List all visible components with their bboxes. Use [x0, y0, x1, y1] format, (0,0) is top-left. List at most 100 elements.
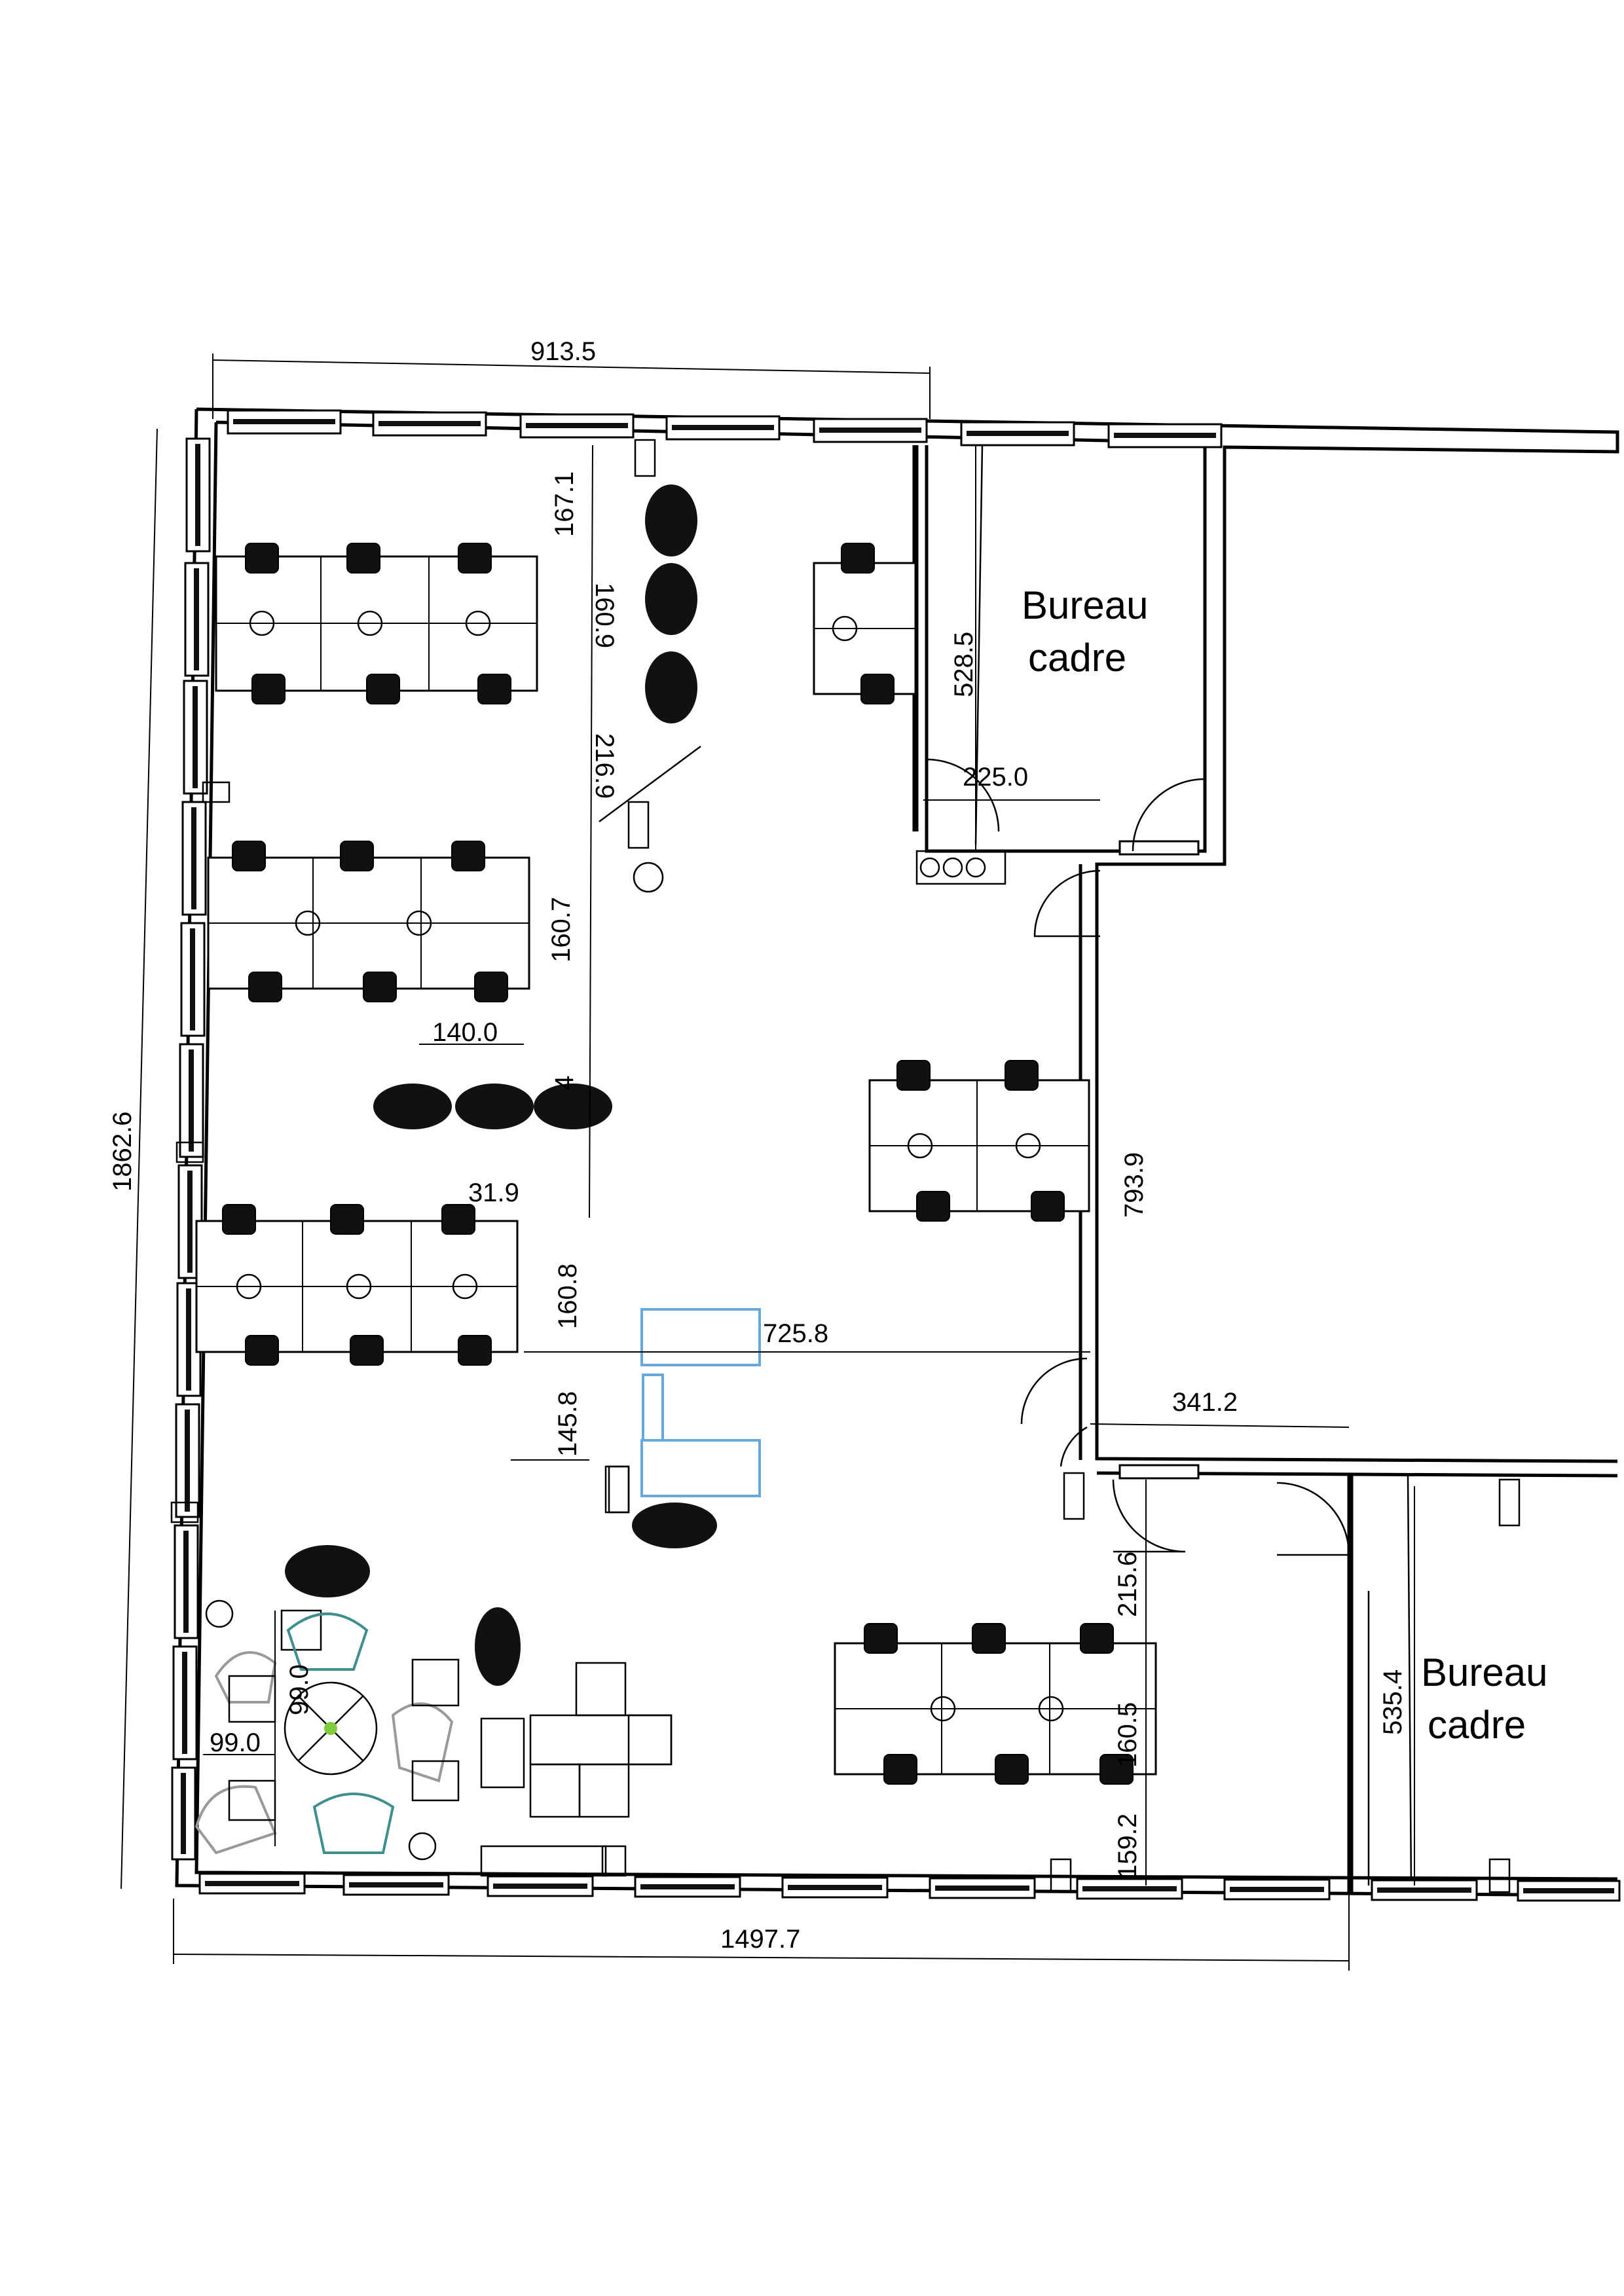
round-table [284, 1681, 378, 1776]
plant-icon [455, 1084, 534, 1129]
office-chair-icon [1005, 1060, 1039, 1091]
window-bottom-8 [1223, 1878, 1331, 1901]
window-bottom-2 [342, 1874, 450, 1896]
office-chair-icon [366, 674, 400, 704]
door-swing-1 [926, 758, 1000, 832]
office-chair-icon [458, 1335, 492, 1366]
window-left-1 [185, 437, 211, 553]
room-label-bottom-line2: cadre [1428, 1703, 1526, 1747]
office-chair-icon [458, 543, 492, 574]
dim-160-9: 160.9 [590, 583, 619, 648]
windows [171, 409, 1621, 1902]
window-left-9 [175, 1403, 200, 1518]
plant-icon [285, 1545, 370, 1597]
lounge-chair-icon [286, 1613, 369, 1671]
plant-icon [645, 563, 697, 635]
sink-counter [480, 1845, 607, 1877]
office-chair-icon [1080, 1623, 1114, 1654]
doors [926, 758, 1350, 1556]
window-top-5 [813, 418, 928, 443]
office-chair-icon [1031, 1191, 1065, 1222]
window-left-6 [179, 1043, 204, 1158]
room-label-top-line1: Bureau [1022, 583, 1148, 627]
window-top-1 [227, 409, 342, 435]
office-chair-icon [995, 1754, 1029, 1785]
door-swing-5 [1060, 1426, 1088, 1467]
office-chair-icon [864, 1623, 898, 1654]
dim-216-9: 216.9 [590, 733, 619, 799]
dim-160-5: 160.5 [1113, 1702, 1142, 1768]
window-bottom-10 [1517, 1880, 1621, 1902]
dim-bottom-width: 1497.7 [720, 1925, 800, 1954]
door-swing-3 [1033, 869, 1101, 938]
desk-cluster-bottom-right [834, 1623, 1157, 1785]
office-chair-icon [232, 841, 266, 871]
window-left-11 [172, 1645, 198, 1760]
office-chair-icon [245, 543, 279, 574]
dim-215-6: 215.6 [1113, 1552, 1142, 1617]
room-labels: Bureau cadre Bureau cadre [1022, 583, 1547, 1747]
plant-icon [475, 1607, 521, 1686]
plant-icon [373, 1084, 452, 1129]
office-chair-icon [248, 972, 282, 1002]
window-bottom-7 [1076, 1878, 1183, 1900]
room-label-top-line2: cadre [1028, 636, 1126, 680]
office-chair-icon [916, 1191, 950, 1222]
desk-cluster-1 [215, 543, 538, 704]
plant-icon [645, 484, 697, 556]
window-bottom-3 [487, 1875, 594, 1897]
lounge-chair-icon [194, 1785, 277, 1855]
dimension-labels: 913.5 1862.6 1497.7 167.1 160.9 216.9 16… [108, 337, 1407, 1954]
sofa-bottom [640, 1439, 761, 1497]
dim-528-5: 528.5 [950, 632, 978, 697]
plant-icon [534, 1084, 612, 1129]
dim-160-8: 160.8 [553, 1264, 582, 1329]
window-bottom-5 [781, 1876, 889, 1899]
window-top-7 [1107, 423, 1223, 448]
office-chair-icon [896, 1060, 931, 1091]
window-left-10 [174, 1524, 199, 1639]
window-left-5 [180, 922, 206, 1037]
stove-icon [480, 1717, 525, 1789]
office-chair-icon [972, 1623, 1006, 1654]
desk-cluster-top-right [813, 543, 917, 704]
sofa-side [642, 1374, 664, 1442]
window-left-3 [183, 680, 208, 795]
office-chair-icon [841, 543, 875, 574]
office-chair-icon [346, 543, 380, 574]
dim-99-0-h: 99.0 [210, 1728, 261, 1757]
dim-225-0: 225.0 [963, 763, 1028, 792]
lounge-chair-icon [391, 1702, 454, 1783]
dim-793-9: 793.9 [1120, 1152, 1149, 1218]
office-chair-icon [363, 972, 397, 1002]
door-swing-7 [1276, 1482, 1350, 1556]
dim-167-1: 167.1 [550, 471, 579, 537]
office-chair-icon [451, 841, 485, 871]
door-swing-2 [1132, 778, 1206, 852]
desk-cluster-3 [195, 1204, 519, 1366]
plants [285, 484, 717, 1686]
dim-159-2: 159.2 [1113, 1813, 1142, 1879]
dimension-lines [120, 354, 1415, 1971]
dim-top-width: 913.5 [530, 337, 596, 366]
dim-31-9: 31.9 [468, 1178, 519, 1207]
lounge-area [194, 745, 1006, 1877]
office-chair-icon [222, 1204, 256, 1235]
dim-341-2: 341.2 [1172, 1388, 1238, 1417]
window-left-12 [171, 1766, 196, 1861]
dim-725-8: 725.8 [763, 1319, 828, 1348]
plant-icon [645, 651, 697, 723]
office-chair-icon [441, 1204, 475, 1235]
window-bottom-4 [634, 1876, 741, 1898]
dim-535-4: 535.4 [1378, 1669, 1407, 1735]
dim-145-8: 145.8 [553, 1391, 582, 1457]
dim-4: 4 [550, 1076, 579, 1090]
desk-cluster-right [868, 1060, 1090, 1222]
sofa-top [640, 1308, 761, 1366]
office-chair-icon [330, 1204, 364, 1235]
desk-cluster-2 [207, 841, 530, 1002]
window-mid-right-1 [1118, 840, 1200, 856]
office-chair-icon [350, 1335, 384, 1366]
office-chair-icon [477, 674, 511, 704]
